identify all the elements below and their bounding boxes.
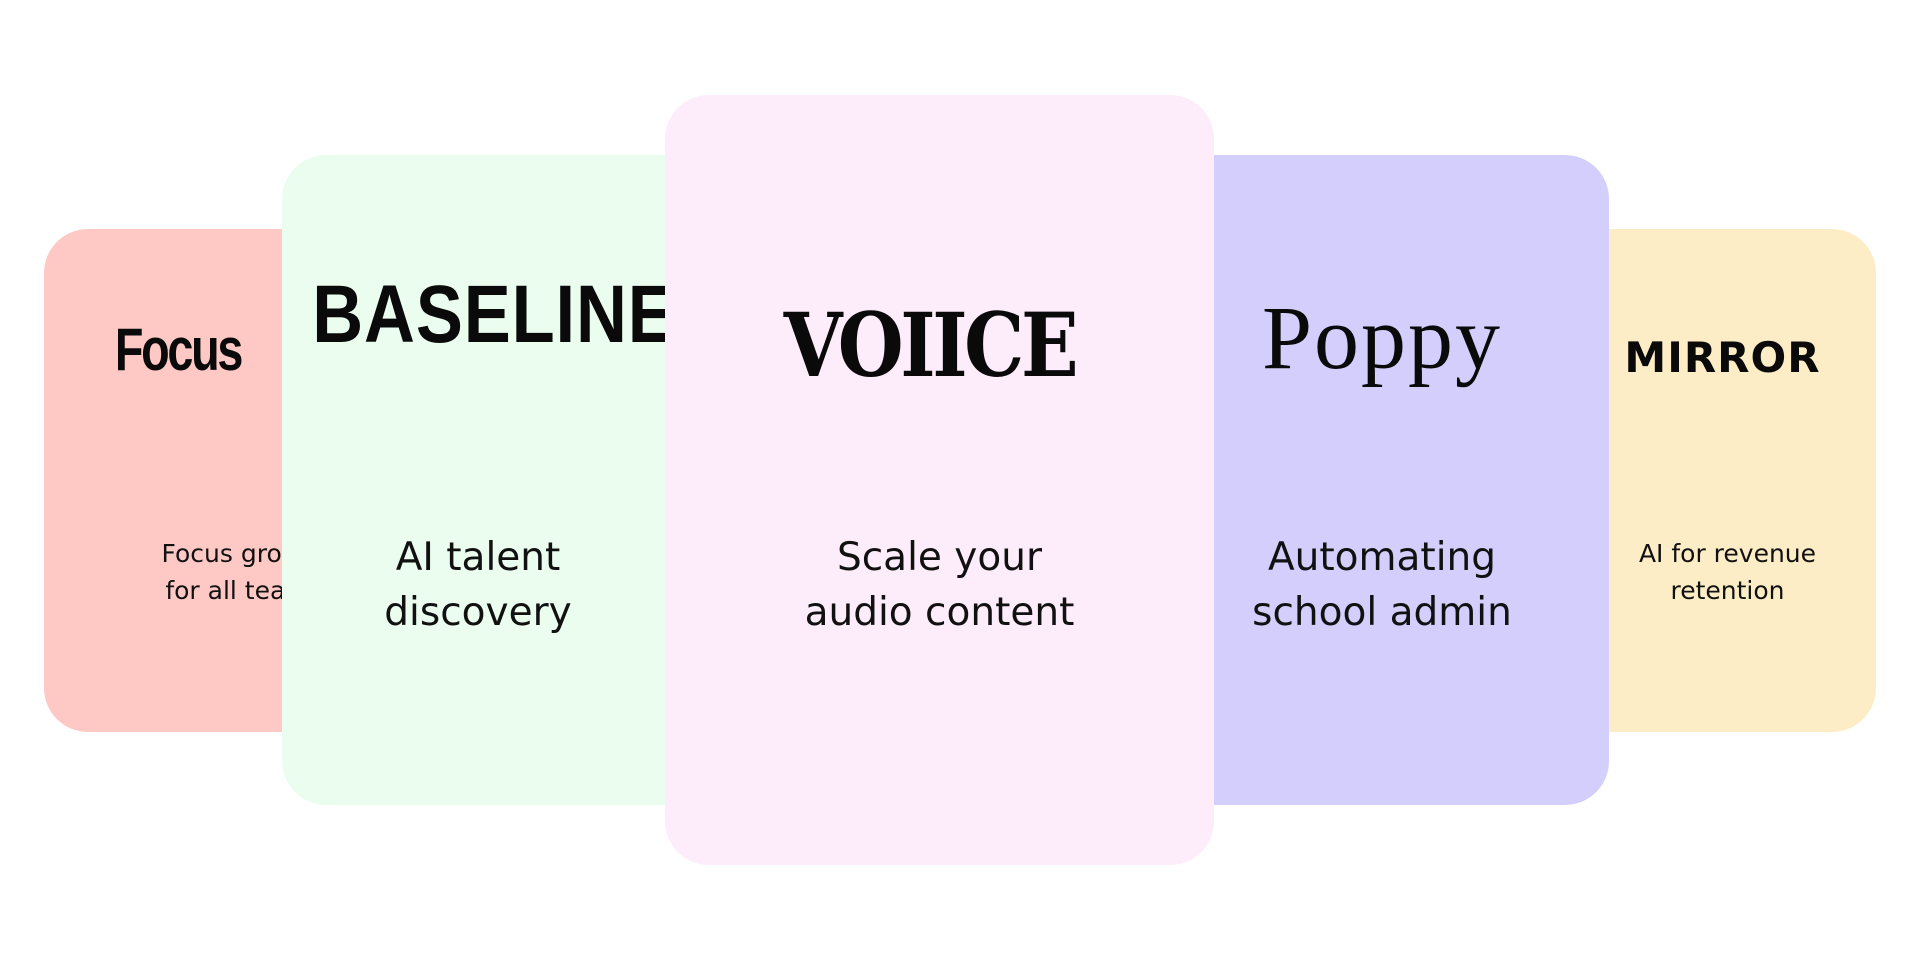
poppy-logo: Poppy (1261, 289, 1503, 388)
poppy-tagline: Automating school admin (1252, 535, 1512, 635)
voice-logo: VOIICE (783, 293, 1079, 397)
baseline-tagline: AI talent discovery (384, 535, 572, 635)
voice-tagline: Scale your audio content (804, 535, 1075, 635)
mirror-logo: MIRROR (1624, 333, 1821, 382)
baseline-logo: BASELINE (312, 269, 676, 360)
focus-logo: Focus (114, 316, 243, 383)
card-voice[interactable]: VOIICE Scale your audio content (665, 95, 1214, 865)
card-baseline[interactable]: BASELINE AI talent discovery (282, 155, 714, 805)
mirror-tagline: AI for revenue retention (1638, 539, 1817, 605)
card-poppy[interactable]: Poppy Automating school admin (1155, 155, 1609, 805)
